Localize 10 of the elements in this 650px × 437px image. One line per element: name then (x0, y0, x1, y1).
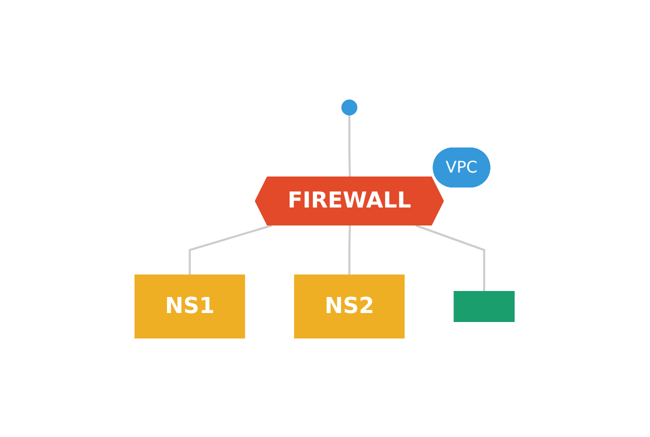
server-box: NS1 (134, 274, 246, 338)
bar-node (454, 290, 516, 322)
connector-line (416, 224, 486, 291)
connector-line (348, 114, 352, 178)
connector-line (348, 224, 352, 274)
connector-line (189, 224, 272, 274)
tag-badge: VPC (433, 147, 491, 187)
server-box: NS2 (294, 274, 406, 338)
firewall-hexagon: FIREWALL (255, 176, 444, 225)
circle-node (342, 99, 358, 115)
